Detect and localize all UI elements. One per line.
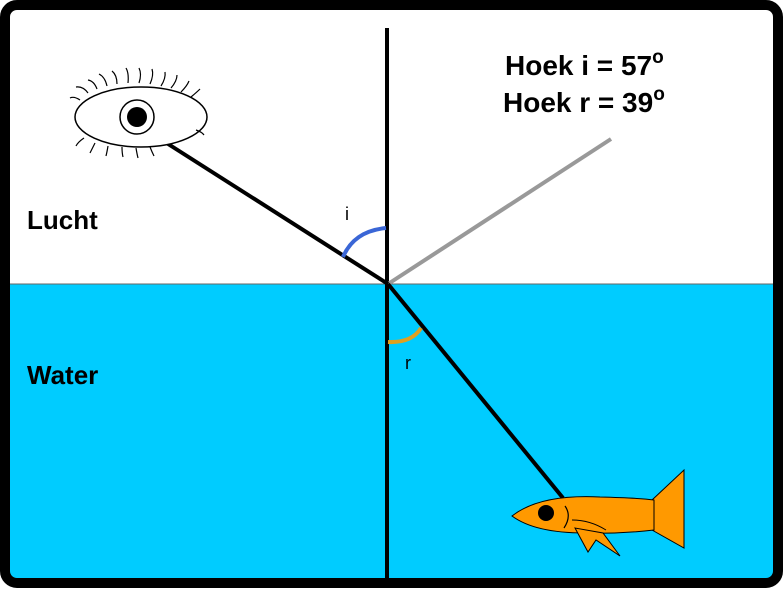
readout-line-1-text: Hoek i = 57 xyxy=(505,50,652,81)
readout-line-2-text: Hoek r = 39 xyxy=(503,87,653,118)
angle-i-label: i xyxy=(345,204,349,224)
angle-r-label: r xyxy=(405,353,411,373)
medium-air-label: Lucht xyxy=(27,205,98,235)
angle-r-arc xyxy=(387,326,423,345)
readout-line-1-degree: o xyxy=(652,47,664,68)
fish-icon xyxy=(511,468,685,557)
readout-line-2: Hoek r = 39o xyxy=(503,84,665,118)
readout-line-1: Hoek i = 57o xyxy=(505,47,664,81)
medium-water-label: Water xyxy=(27,360,98,390)
reflected-ray xyxy=(386,137,613,286)
incident-ray xyxy=(163,140,390,286)
eye-icon xyxy=(69,67,208,159)
refracted-ray xyxy=(386,282,565,500)
readout-line-2-degree: o xyxy=(653,84,665,105)
angle-i-arc xyxy=(341,226,387,258)
